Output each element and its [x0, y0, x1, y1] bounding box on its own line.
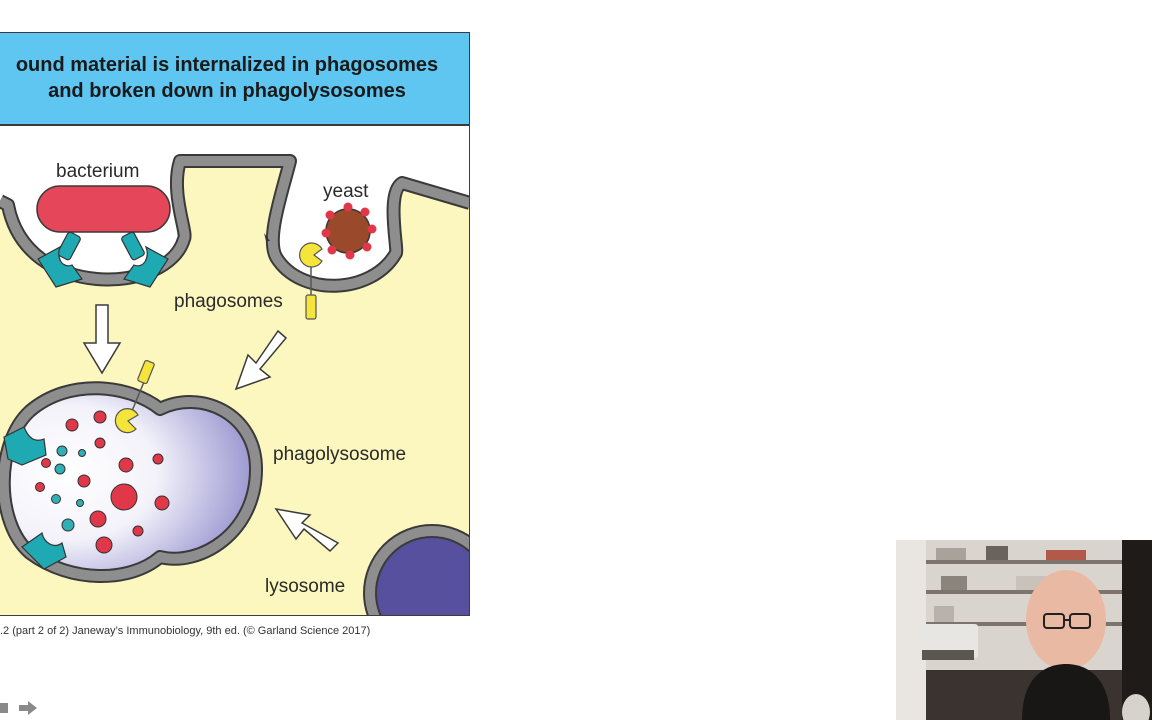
yellow-receptor	[299, 242, 323, 320]
lysosome	[363, 524, 469, 615]
arrow-diagonal-up	[274, 507, 340, 553]
yellow-receptor-phagolysosome	[114, 359, 155, 434]
bacterium	[36, 185, 171, 233]
figure-panel: bacterium yeast phagosomes phagolysosome…	[0, 32, 470, 616]
slide-navigation	[0, 699, 38, 717]
label-yeast: yeast	[323, 181, 369, 202]
cell-membrane-fill	[0, 156, 469, 291]
arrow-left-icon[interactable]	[0, 701, 14, 715]
receptor-phagolysosome-bottom	[21, 531, 67, 570]
presenter-video	[896, 540, 1152, 720]
figure-header: ound material is internalized in phagoso…	[0, 33, 469, 126]
label-phagolysosome: phagolysosome	[273, 444, 406, 465]
figure-title: ound material is internalized in phagoso…	[0, 52, 462, 104]
cursor-icon	[264, 233, 270, 241]
receptor-left	[37, 231, 83, 288]
label-lysosome: lysosome	[265, 576, 345, 597]
label-bacterium: bacterium	[56, 161, 139, 182]
receptor-phagolysosome-top	[3, 426, 47, 466]
figure-title-line-1: ound material is internalized in phagoso…	[15, 54, 439, 76]
figure-title-line-2: and broken down in phagolysosomes	[48, 80, 406, 102]
arrow-right-icon[interactable]	[18, 700, 38, 716]
presenter-webcam	[896, 540, 1152, 720]
yeast	[321, 202, 377, 260]
phagocytosis-diagram: bacterium yeast phagosomes phagolysosome…	[0, 126, 469, 615]
receptor-right	[121, 231, 169, 288]
figure-caption: .2 (part 2 of 2) Janeway’s Immunobiology…	[0, 625, 371, 637]
label-phagosomes: phagosomes	[174, 291, 283, 312]
arrow-down	[82, 304, 122, 375]
degraded-particles	[35, 410, 170, 554]
arrow-diagonal-down	[234, 329, 288, 391]
